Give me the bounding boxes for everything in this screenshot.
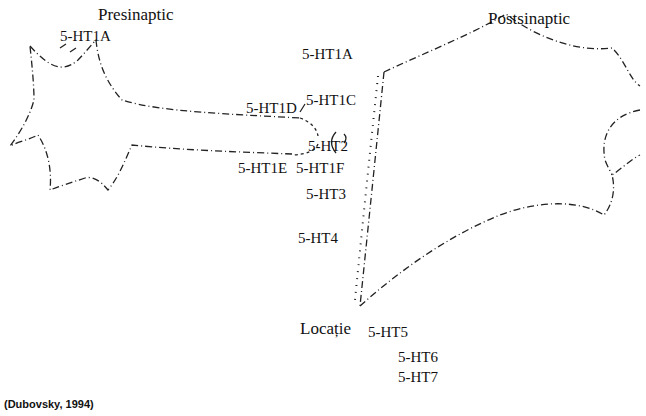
receptor-label: 5-HT5 [368,324,408,341]
postsynaptic-neuron [360,155,640,306]
axon-terminal [300,118,318,136]
receptor-label: 5-HT4 [298,230,338,247]
receptor-label: 5-HT3 [306,186,346,203]
receptor-label: 5-HT1A [60,28,111,45]
region-label: Presinaptic [98,6,174,25]
receptor-label: 5-HT1F [296,160,344,177]
receptor-dots [355,76,378,300]
presynaptic-neuron [10,46,292,190]
presynaptic-neuron [30,40,300,118]
receptor-label: 5-HT7 [398,369,438,386]
receptor-mark [300,104,305,112]
section-label: Locație [300,320,351,339]
receptor-label: 5-HT1C [306,92,356,109]
receptor-label: 5-HT1E [238,160,287,177]
receptor-mark [60,44,76,52]
citation: (Dubovsky, 1994) [4,398,94,410]
receptor-label: 5-HT1A [302,46,353,63]
postsynaptic-membrane [360,72,384,306]
receptor-label: 5-HT1D [246,100,297,117]
postsynaptic-neuron [604,110,640,175]
region-label: Postsinaptic [488,10,570,29]
receptor-label: 5-HT6 [398,349,438,366]
receptor-label: 5-HT2 [308,138,348,155]
